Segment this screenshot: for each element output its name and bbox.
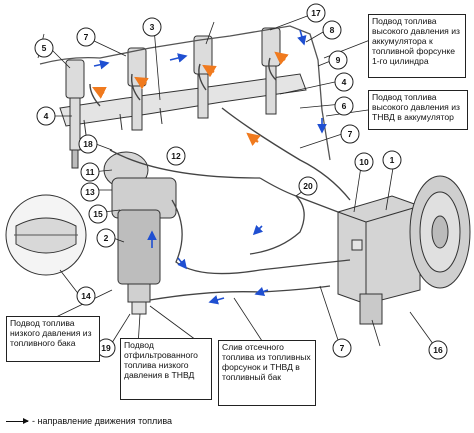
part-label: 14 bbox=[76, 286, 96, 306]
svg-text:17: 17 bbox=[311, 8, 321, 18]
fuel-lines bbox=[109, 149, 351, 301]
svg-text:8: 8 bbox=[330, 25, 335, 35]
part-label: 8 bbox=[322, 20, 342, 40]
svg-text:7: 7 bbox=[84, 32, 89, 42]
injector-3 bbox=[193, 35, 213, 119]
callout-high-pressure-to-rail: Подвод топлива высокого давления из ТНВД… bbox=[368, 90, 468, 130]
part-label: 1 bbox=[382, 150, 402, 170]
part-label: 5 bbox=[34, 38, 54, 58]
callout-leaders bbox=[53, 39, 371, 345]
svg-text:11: 11 bbox=[86, 167, 95, 177]
callout-low-pressure-from-tank: Подвод топлива низкого давления из топли… bbox=[6, 316, 100, 362]
part-label: 7 bbox=[340, 124, 360, 144]
svg-text:16: 16 bbox=[433, 345, 443, 355]
svg-text:4: 4 bbox=[44, 111, 49, 121]
svg-text:4: 4 bbox=[342, 77, 347, 87]
high-pressure-pipes bbox=[89, 57, 351, 201]
svg-text:2: 2 bbox=[104, 233, 109, 243]
svg-text:9: 9 bbox=[336, 55, 341, 65]
arrow-icon bbox=[6, 418, 29, 425]
svg-text:6: 6 bbox=[342, 101, 347, 111]
high-pressure-pump bbox=[337, 195, 421, 325]
svg-text:15: 15 bbox=[93, 209, 103, 219]
fuel-rail bbox=[59, 73, 307, 136]
svg-text:5: 5 bbox=[42, 43, 47, 53]
injector-2 bbox=[127, 47, 147, 131]
detail-zoom bbox=[5, 194, 87, 276]
pump-pulley bbox=[409, 175, 471, 289]
part-label: 17 bbox=[306, 3, 326, 23]
part-label: 13 bbox=[80, 182, 100, 202]
part-label: 6 bbox=[334, 96, 354, 116]
part-label: 16 bbox=[428, 340, 448, 360]
svg-text:1: 1 bbox=[390, 155, 395, 165]
svg-text:7: 7 bbox=[340, 343, 345, 353]
part-label: 4 bbox=[36, 106, 56, 126]
svg-text:12: 12 bbox=[171, 151, 181, 161]
svg-text:10: 10 bbox=[359, 157, 369, 167]
svg-text:3: 3 bbox=[150, 22, 155, 32]
legend-text: - направление движения топлива bbox=[32, 416, 173, 426]
svg-text:18: 18 bbox=[83, 139, 93, 149]
part-label: 12 bbox=[166, 146, 186, 166]
part-label: 4 bbox=[334, 72, 354, 92]
callout-high-pressure-injector-1: Подвод топлива высокого давления из акку… bbox=[368, 14, 466, 78]
svg-text:13: 13 bbox=[85, 187, 95, 197]
part-label: 7 bbox=[76, 27, 96, 47]
callout-filtered-low-pressure: Подвод отфильтрованного топлива низкого … bbox=[120, 338, 212, 400]
high-pressure-flow-arrows bbox=[92, 51, 289, 147]
svg-text:14: 14 bbox=[81, 291, 91, 301]
svg-text:19: 19 bbox=[101, 343, 111, 353]
part-label: 9 bbox=[328, 50, 348, 70]
part-label: 7 bbox=[332, 338, 352, 358]
return-line-top bbox=[39, 25, 331, 161]
part-label: 20 bbox=[298, 176, 318, 196]
svg-text:7: 7 bbox=[348, 129, 353, 139]
part-label: 15 bbox=[88, 204, 108, 224]
part-label: 11 bbox=[80, 162, 100, 182]
injector-1 bbox=[65, 59, 85, 169]
legend: - направление движения топлива bbox=[6, 416, 172, 426]
part-label: 2 bbox=[96, 228, 116, 248]
svg-text:20: 20 bbox=[303, 181, 313, 191]
part-label: 18 bbox=[78, 134, 98, 154]
fuel-filter bbox=[103, 151, 177, 315]
part-label: 10 bbox=[354, 152, 374, 172]
callout-return-to-tank: Слив отсечного топлива из топливных форс… bbox=[218, 340, 316, 406]
injector-4 bbox=[261, 27, 281, 115]
flow-direction-arrows bbox=[93, 29, 327, 305]
part-label: 3 bbox=[142, 17, 162, 37]
